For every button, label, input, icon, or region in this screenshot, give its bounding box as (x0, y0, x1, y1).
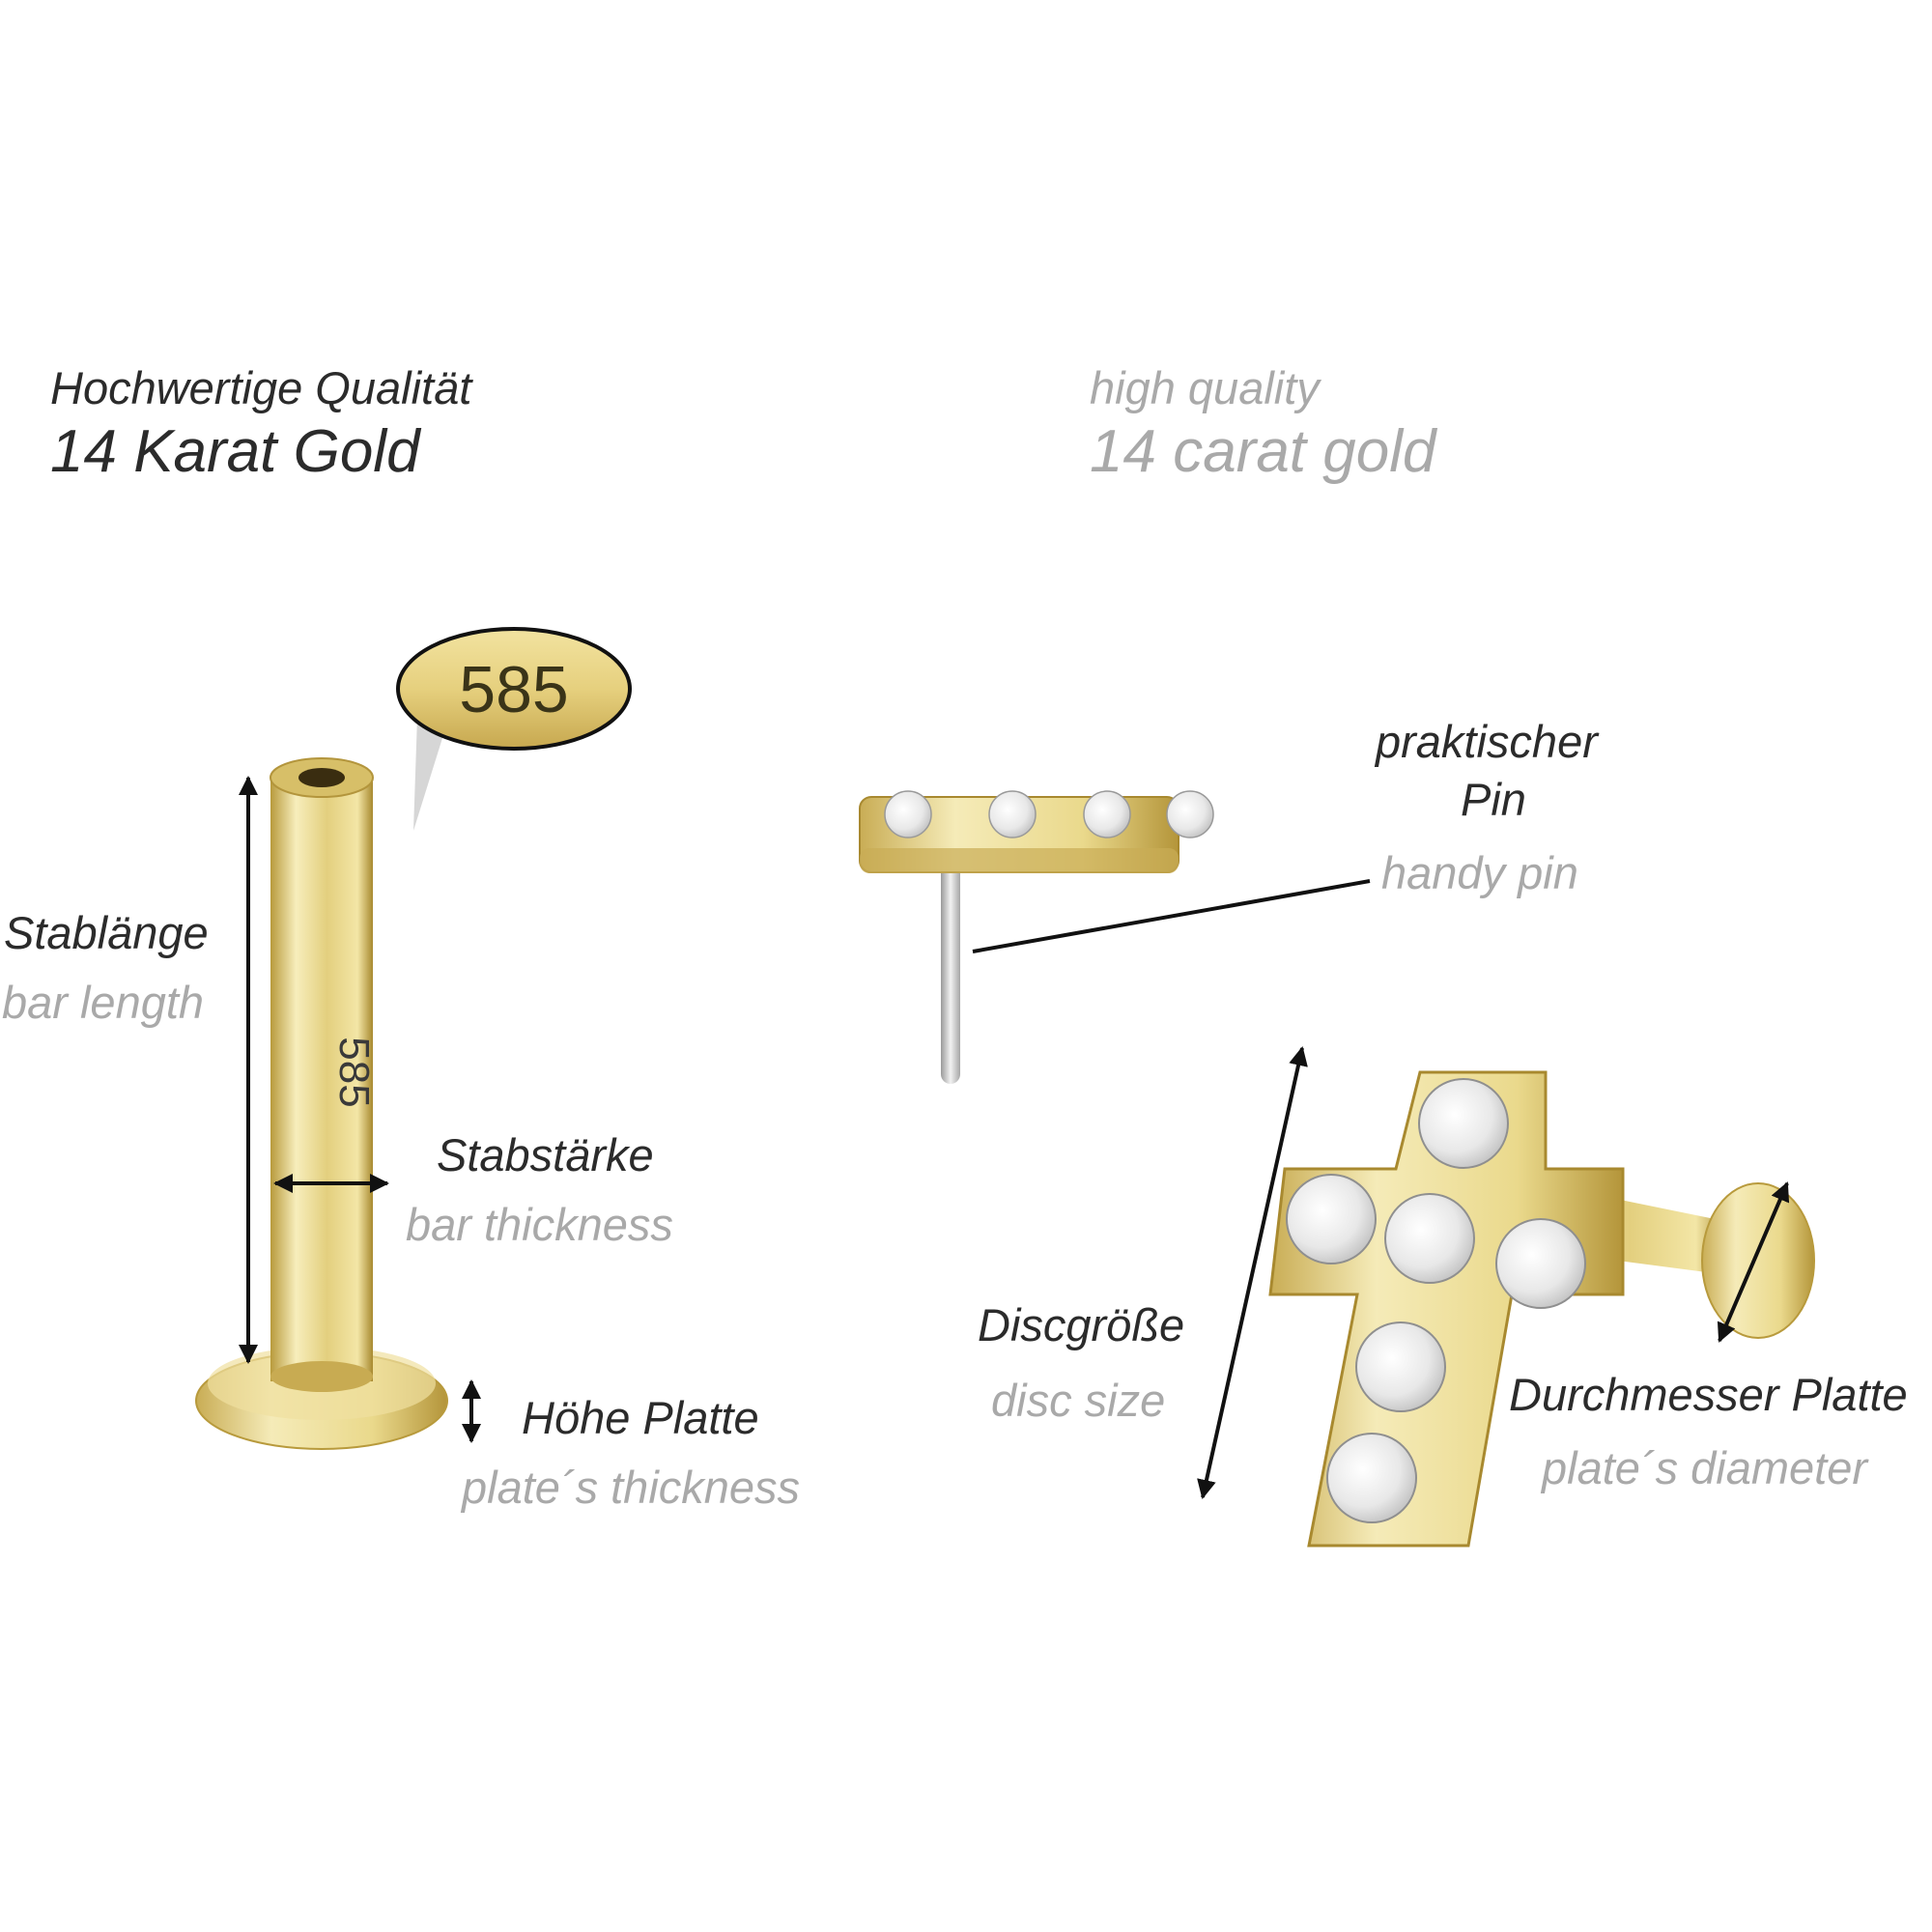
pin-pointer-line (972, 879, 1371, 953)
label-disc-size-de: Discgröße (978, 1299, 1185, 1350)
header-de-quality: Hochwertige Qualität (50, 362, 472, 413)
label-pin-de-2: Pin (1461, 774, 1526, 825)
gem (1286, 1174, 1377, 1264)
gem (1384, 1193, 1475, 1284)
gem (1495, 1218, 1586, 1309)
header-en-quality: high quality (1090, 362, 1320, 413)
gem (884, 790, 932, 838)
label-plate-diameter-de: Durchmesser Platte (1509, 1369, 1908, 1420)
pin (941, 862, 960, 1084)
disc-size-arrow (1197, 1046, 1308, 1499)
bar-hole (298, 768, 345, 787)
gem (1418, 1078, 1509, 1169)
cross-back-plate (1701, 1182, 1815, 1339)
label-bar-length-de: Stablänge (4, 907, 209, 958)
label-bar-thickness-de: Stabstärke (437, 1129, 654, 1180)
gem (1326, 1433, 1417, 1523)
gem (1166, 790, 1214, 838)
setting-stones (884, 790, 1214, 838)
cross-stones (1286, 1078, 1586, 1523)
stamp-text: 585 (459, 653, 568, 726)
cross-stud (1268, 1070, 1815, 1548)
label-plate-thickness-en: plate´s thickness (462, 1462, 801, 1513)
gem (988, 790, 1037, 838)
gem (1083, 790, 1131, 838)
label-plate-diameter-en: plate´s diameter (1542, 1442, 1867, 1493)
bar-engraving: 585 (330, 1037, 378, 1107)
label-pin-de-1: praktischer (1376, 716, 1598, 767)
header-en-gold: 14 carat gold (1090, 418, 1436, 485)
header-de-gold: 14 Karat Gold (50, 418, 420, 485)
label-bar-thickness-en: bar thickness (406, 1199, 673, 1250)
label-pin-en: handy pin (1381, 847, 1578, 898)
labret-bar: 585 (195, 757, 448, 1450)
stamp-oval (396, 627, 632, 751)
label-disc-size-en: disc size (991, 1375, 1166, 1426)
gem (1355, 1321, 1446, 1412)
labret-shaft (270, 778, 373, 1381)
label-plate-thickness-de: Höhe Platte (522, 1392, 759, 1443)
stamp-callout: 585 (396, 627, 632, 831)
label-bar-length-en: bar length (2, 977, 205, 1028)
four-stone-top (859, 790, 1214, 1084)
plate-diameter-arrow (1717, 1181, 1790, 1343)
